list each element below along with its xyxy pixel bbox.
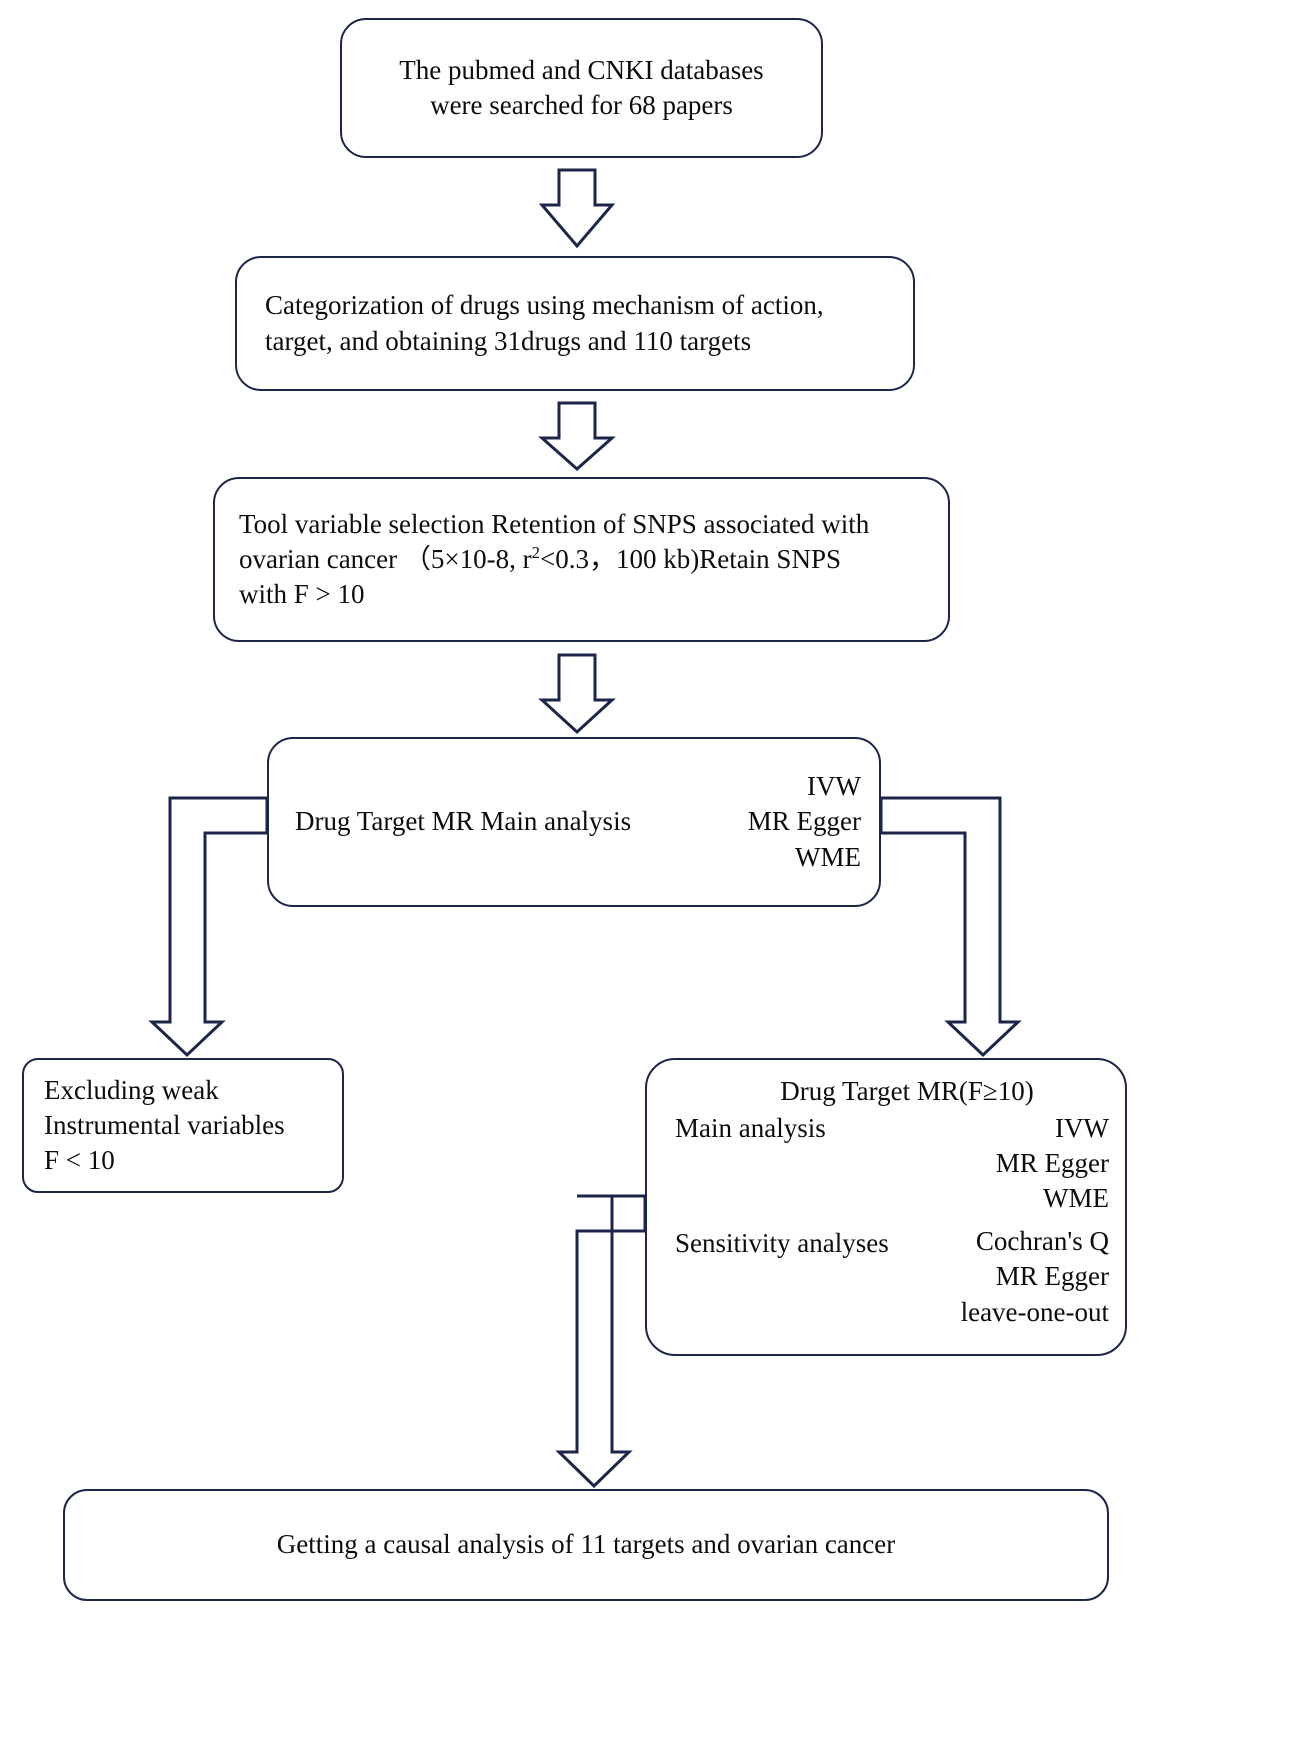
toolvar-line-3: with F > 10 <box>239 579 365 610</box>
search-line-2: were searched for 68 papers <box>430 90 733 120</box>
mrmain-method-wme: WME <box>795 841 861 872</box>
arrow-mrmain-to-mrf10 <box>879 796 1022 1058</box>
node-drug-target-mr-main-analysis: Drug Target MR Main analysis IVW MR Egge… <box>267 737 881 907</box>
arrow-toolvar-to-mrmain <box>538 653 616 735</box>
categorization-line-2: target, and obtaining 31drugs and 110 ta… <box>265 325 752 356</box>
mrf10-sensitivity-group: Sensitivity analyses Cochran's Q MR Egge… <box>675 1224 1109 1329</box>
node-excluding-weak-instruments: Excluding weak Instrumental variables F … <box>22 1058 344 1193</box>
mrmain-methods-list: IVW MR Egger WME <box>748 769 861 874</box>
node-search-databases: The pubmed and CNKI databases were searc… <box>340 18 823 158</box>
mrf10-main-analysis-group: Main analysis IVW MR Egger WME <box>675 1111 1109 1216</box>
mrf10-main-item-mr-egger: MR Egger <box>995 1148 1109 1179</box>
mrf10-main-analysis-label: Main analysis <box>675 1113 826 1144</box>
excluding-line-3: F < 10 <box>44 1145 115 1176</box>
arrow-categorization-to-toolvar <box>538 401 616 472</box>
mrf10-main-item-wme: WME <box>1043 1183 1109 1214</box>
toolvar-line-2: ovarian cancer （5×10-8, r2<0.3，100 kb)Re… <box>239 542 948 577</box>
toolvar-line-2-b: <0.3，100 kb)Retain SNPS <box>539 543 841 574</box>
mrf10-sens-item-cochrans-q: Cochran's Q <box>975 1226 1109 1257</box>
node-drug-target-mr-f-ge-10: Drug Target MR(F≥10) Main analysis IVW M… <box>645 1058 1127 1356</box>
node-drug-categorization: Categorization of drugs using mechanism … <box>235 256 915 391</box>
mrf10-main-analysis-items: IVW MR Egger WME <box>996 1111 1109 1216</box>
mrf10-header: Drug Target MR(F≥10) <box>780 1076 1034 1106</box>
mrmain-title: Drug Target MR Main analysis <box>295 806 632 837</box>
mrf10-sens-item-leave-one-out: leave-one-out <box>960 1296 1109 1327</box>
mrf10-sensitivity-items: Cochran's Q MR Egger leave-one-out <box>961 1224 1109 1329</box>
toolvar-r-squared-superscript: 2 <box>531 542 540 562</box>
node-tool-variable-selection: Tool variable selection Retention of SNP… <box>213 477 950 642</box>
excluding-line-2: Instrumental variables <box>44 1109 285 1140</box>
mrmain-method-mr-egger: MR Egger <box>747 806 861 837</box>
mrmain-method-ivw: IVW <box>807 771 861 802</box>
result-text: Getting a causal analysis of 11 targets … <box>276 1529 896 1560</box>
node-causal-analysis-result: Getting a causal analysis of 11 targets … <box>63 1489 1109 1601</box>
arrow-mrf10-to-result <box>555 1194 647 1489</box>
toolvar-line-2-a: ovarian cancer （5×10-8, r <box>239 543 532 574</box>
mrf10-sens-item-mr-egger: MR Egger <box>995 1261 1109 1292</box>
mrf10-main-item-ivw: IVW <box>1055 1113 1109 1144</box>
arrow-search-to-categorization <box>538 168 616 249</box>
toolvar-line-1: Tool variable selection Retention of SNP… <box>239 508 870 539</box>
categorization-line-1: Categorization of drugs using mechanism … <box>265 290 824 321</box>
search-line-1: The pubmed and CNKI databases <box>399 54 764 85</box>
mrmain-title-group: Drug Target MR Main analysis <box>295 804 631 839</box>
mrf10-sensitivity-label: Sensitivity analyses <box>675 1228 889 1259</box>
excluding-line-1: Excluding weak <box>44 1074 219 1105</box>
arrow-mrmain-to-excluding <box>148 796 269 1058</box>
